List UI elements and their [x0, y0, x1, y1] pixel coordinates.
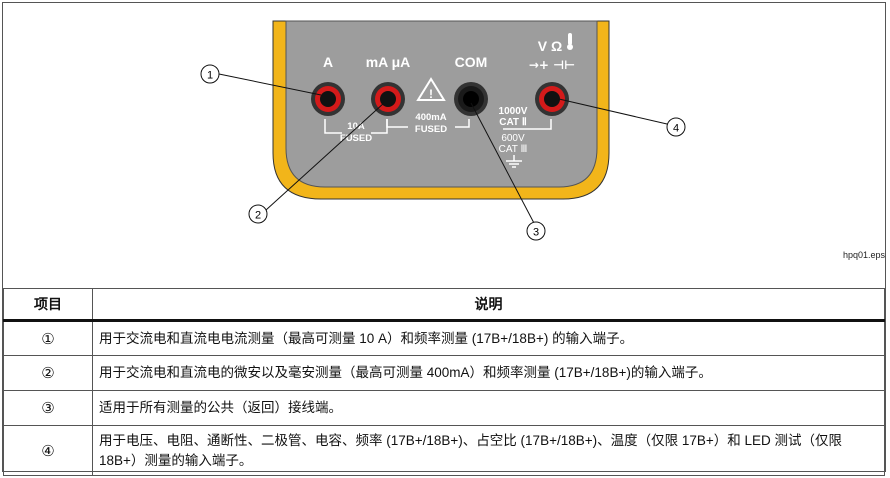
svg-text:1: 1	[207, 70, 213, 82]
header-item: 项目	[3, 288, 93, 321]
table-header-row: 项目 说明	[3, 288, 885, 321]
header-description: 说明	[92, 288, 885, 321]
diode-capacitor-symbols: →+ ⊣⊢	[529, 58, 575, 72]
table-row: ③ 适用于所有测量的公共（返回）接线端。	[3, 390, 885, 426]
fuse-10a-line1: 10A	[347, 121, 365, 132]
terminal-label-com: COM	[455, 54, 488, 70]
row-description: 用于电压、电阻、通断性、二极管、电容、频率 (17B+/18B+)、占空比 (1…	[92, 425, 885, 476]
rating-1000v-line2: CAT Ⅱ	[499, 117, 527, 128]
callout-4: 4	[666, 117, 686, 137]
figure-file-label: hpq01.eps	[842, 250, 885, 260]
meter-terminals-figure: A mA μA COM V Ω →+ ⊣⊢ !	[3, 3, 887, 286]
row-number: ①	[3, 320, 93, 356]
jack-com	[454, 82, 488, 116]
row-description: 用于交流电和直流电电流测量（最高可测量 10 A）和频率测量 (17B+/18B…	[92, 320, 885, 356]
callout-1: 1	[200, 64, 220, 84]
svg-text:2: 2	[255, 210, 261, 222]
row-description: 适用于所有测量的公共（返回）接线端。	[92, 390, 885, 426]
fuse-400ma-line1: 400mA	[415, 112, 446, 123]
table-row: ① 用于交流电和直流电电流测量（最高可测量 10 A）和频率测量 (17B+/1…	[3, 320, 885, 356]
terminal-label-v: V Ω	[538, 38, 562, 54]
terminal-description-table: 项目 说明 ① 用于交流电和直流电电流测量（最高可测量 10 A）和频率测量 (…	[3, 288, 885, 476]
meter-illustration: A mA μA COM V Ω →+ ⊣⊢ !	[200, 20, 686, 241]
rating-1000v-line1: 1000V	[499, 106, 528, 117]
jack-v	[535, 82, 569, 116]
svg-text:4: 4	[673, 123, 679, 135]
jack-ma	[371, 82, 405, 116]
rating-600v-line2: CAT Ⅲ	[499, 144, 528, 155]
table-row: ② 用于交流电和直流电的微安以及毫安测量（最高可测量 400mA）和频率测量 (…	[3, 355, 885, 391]
warning-icon: !	[416, 77, 446, 101]
thermometer-icon	[567, 33, 573, 50]
terminal-label-a: A	[323, 54, 333, 70]
svg-text:!: !	[429, 87, 433, 101]
fuse-10a-line2: FUSED	[340, 133, 372, 144]
table-row: ④ 用于电压、电阻、通断性、二极管、电容、频率 (17B+/18B+)、占空比 …	[3, 425, 885, 476]
row-number: ②	[3, 355, 93, 391]
fuse-400ma-line2: FUSED	[415, 124, 447, 135]
rating-600v-line1: 600V	[501, 133, 525, 144]
svg-text:3: 3	[533, 227, 539, 239]
row-description: 用于交流电和直流电的微安以及毫安测量（最高可测量 400mA）和频率测量 (17…	[92, 355, 885, 391]
callout-2: 2	[248, 204, 268, 224]
ground-icon	[506, 155, 522, 168]
callout-3: 3	[526, 221, 546, 241]
jack-a	[311, 82, 345, 116]
row-number: ④	[3, 425, 93, 476]
row-number: ③	[3, 390, 93, 426]
terminal-label-ma: mA μA	[366, 54, 411, 70]
